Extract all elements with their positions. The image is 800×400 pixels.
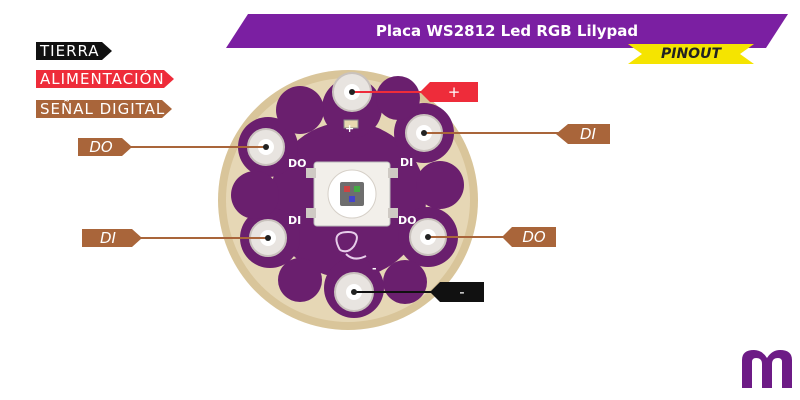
- di-top-tag: [556, 124, 610, 144]
- ground-tag-label: -: [459, 283, 465, 301]
- board-label-do-left: DO: [288, 157, 306, 170]
- page-title: Placa WS2812 Led RGB Lilypad: [375, 22, 639, 40]
- do-right-tag: [502, 227, 556, 247]
- brand-logo-icon: [742, 350, 792, 388]
- di-left-tag: [82, 229, 142, 247]
- legend-shapes: [36, 42, 174, 118]
- di-top-tag-label: DI: [580, 125, 596, 143]
- title-banner: [226, 14, 788, 48]
- legend-signal-label: SEÑAL DIGITAL: [40, 100, 166, 118]
- di-left-tag-label: DI: [100, 229, 116, 247]
- board-label-di-right: DI: [400, 156, 413, 169]
- legend-ground-label: TIERRA: [40, 42, 100, 60]
- legend-power-label: ALIMENTACIÓN: [40, 70, 165, 88]
- board-label-do-right: DO: [398, 214, 416, 227]
- rgb-led: [306, 161, 398, 227]
- board-label-plus: +: [345, 122, 354, 135]
- pinout-banner: [628, 44, 754, 64]
- ground-tag: [430, 282, 484, 302]
- board-label-di-left: DI: [288, 214, 301, 227]
- board-label-minus: -: [372, 262, 377, 275]
- pinout-label: PINOUT: [660, 46, 721, 62]
- do-left-tag: [78, 138, 132, 156]
- do-left-tag-label: DO: [89, 138, 113, 156]
- power-tag-label: +: [447, 83, 461, 101]
- power-tag: [420, 82, 478, 102]
- do-right-tag-label: DO: [522, 228, 546, 246]
